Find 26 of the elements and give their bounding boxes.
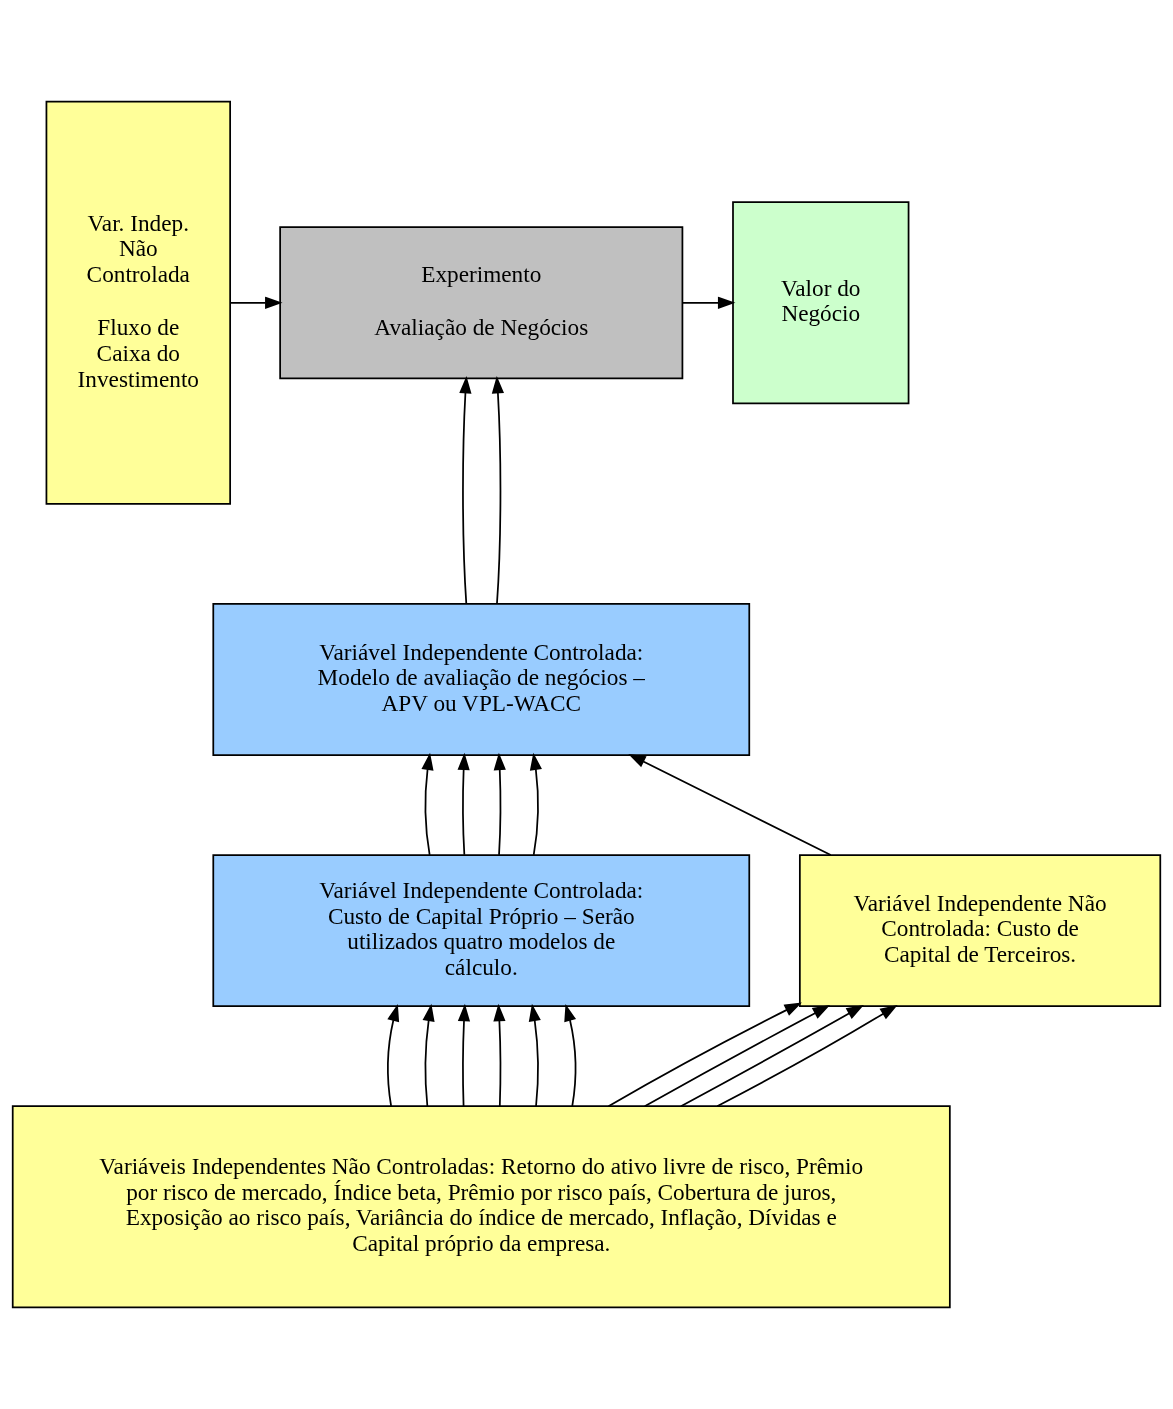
node-box: Variável Independente Controlada: Custo de Capital Próprio – Serão utilizados quatro modelos de cálculo. (212, 854, 751, 1008)
arrow (457, 1003, 471, 1107)
arrow (528, 1003, 541, 1107)
arrow (680, 1005, 864, 1108)
arrow (529, 752, 542, 856)
arrow (422, 1003, 435, 1107)
node-box: Experimento Avaliação de Negócios (279, 226, 684, 380)
arrow (681, 296, 736, 309)
node-box: Variável Independente Controlada: Modelo de avaliação de negócios – APV ou VPL-WACC (212, 603, 751, 756)
arrow (387, 1003, 400, 1107)
node-box: Var. Indep. Não Controlada Fluxo de Caixa do Investimento (45, 100, 231, 505)
arrow (493, 752, 506, 856)
arrow (607, 1002, 802, 1108)
arrow (564, 1003, 577, 1107)
arrow (459, 375, 472, 605)
node-box: Variáveis Independentes Não Controladas: Retorno do ativo livre de risco, Prêmio por risco de mercado, Índice beta, Prêmio por risco país, Cobertura de juros, Exposição ao risco país, Variância do índice de mercado, Inflação, Dívidas e Capital próprio da empresa. (11, 1105, 951, 1309)
arrow (628, 753, 832, 856)
arrow (421, 752, 434, 856)
arrow (643, 1005, 831, 1108)
node-box: Valor do Negócio (732, 201, 910, 405)
arrow (457, 752, 470, 856)
arrow (493, 1003, 506, 1107)
node-box: Variável Independente Não Controlada: Custo de Capital de Terceiros. (799, 854, 1162, 1008)
arrow (716, 1004, 898, 1108)
arrow (229, 296, 283, 309)
arrow (491, 375, 504, 605)
